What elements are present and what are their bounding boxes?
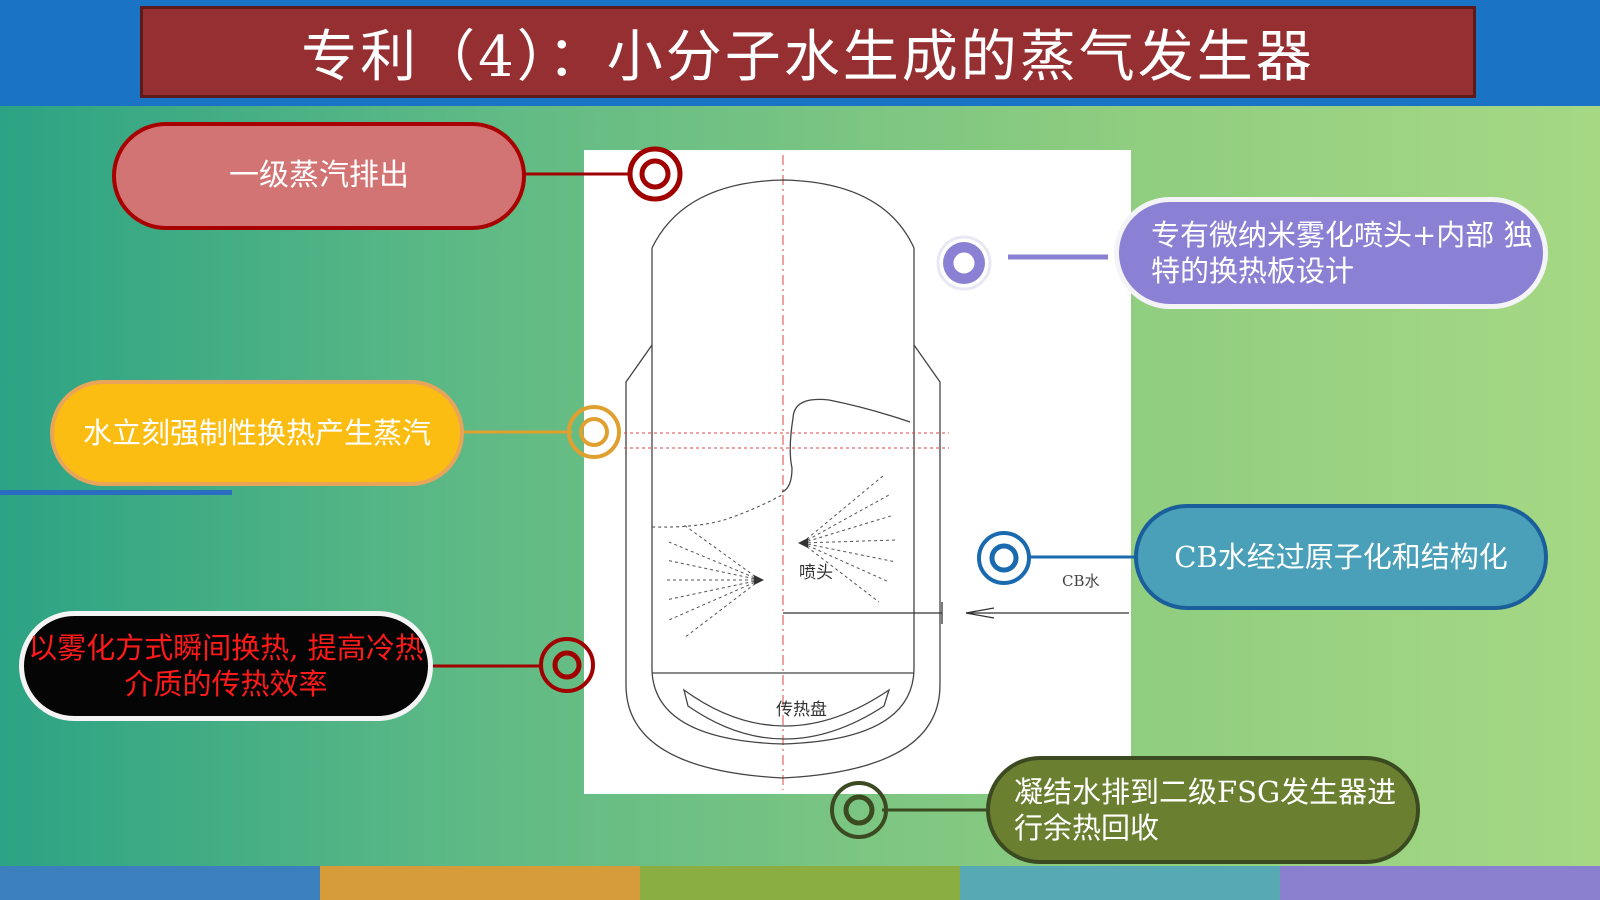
inner-shell [651,350,915,745]
callout-steam-exhaust: 一级蒸汽排出 [112,122,526,230]
generator-drawing-svg: 喷头 CB水 传热盘 [624,155,1129,790]
target-forced-icon [567,405,621,459]
nozzle-head-right [798,538,808,548]
target-condensate-icon [830,781,888,839]
inlet-arrow-head [965,607,995,619]
accent-line [0,490,232,495]
footer-stripe-3 [640,866,960,900]
right-spray [801,474,897,603]
callout-condensate-line2: 行余热回收 [1014,811,1160,845]
callout-atomize-line2: 提高冷热介质的传热效率 [124,630,424,701]
steam-pipe-curve [781,398,911,493]
heat-transfer-plate [682,688,891,740]
footer-stripes [0,866,1600,900]
top-dome [651,179,915,249]
footer-stripe-5 [1280,866,1600,900]
callout-steam-exhaust-text: 一级蒸汽排出 [229,158,409,194]
page-title: 专利（4）：小分子水生成的蒸气发生器 [301,24,1315,90]
outer-jacket [625,344,941,779]
heat-plate-label: 传热盘 [776,700,827,720]
target-cb-icon [977,531,1031,585]
target-steam-icon [627,146,683,202]
target-atomize-icon [539,637,595,693]
callout-atomize-line1: 以雾化方式瞬间换热, [28,630,299,665]
footer-stripe-4 [960,866,1280,900]
callout-forced-exchange-text: 水立刻强制性换热产生蒸汽 [82,415,431,450]
callout-cb-water: CB水经过原子化和结构化 [1134,504,1548,610]
footer-stripe-1 [0,866,320,900]
nozzle-head-left [754,575,764,585]
callout-forced-exchange: 水立刻强制性换热产生蒸汽 [50,380,464,486]
callout-atomize-exchange: 以雾化方式瞬间换热, 提高冷热介质的传热效率 [19,611,433,721]
left-spray [664,524,761,639]
nozzle-label: 喷头 [799,563,833,583]
callout-condensate-line1: 凝结水排到二级FSG发生器进 [1014,774,1397,809]
title-banner: 专利（4）：小分子水生成的蒸气发生器 [140,6,1476,98]
callout-cb-water-text: CB水经过原子化和结构化 [1174,539,1508,574]
callout-nozzle-design: 专有微纳米雾化喷头+内部 独特的换热板设计 [1114,197,1548,309]
callout-nozzle-line2: 独特的换热板设计 [1151,217,1533,288]
target-nozzle-icon [936,235,992,291]
footer-stripe-2 [320,866,640,900]
dashed-curve [651,494,783,528]
callout-condensate: 凝结水排到二级FSG发生器进 行余热回收 [986,756,1420,864]
callout-nozzle-line1: 专有微纳米雾化喷头+内部 [1151,217,1495,252]
cb-inlet-label: CB水 [1062,572,1100,590]
